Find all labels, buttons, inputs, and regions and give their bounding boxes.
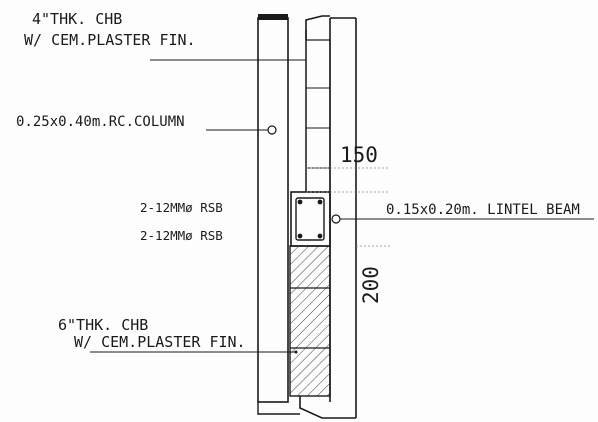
top-cap [258,14,330,40]
wall-4in-label-line1: 4"THK. CHB [32,10,122,28]
rc-column-label: 0.25x0.40m.RC.COLUMN [16,114,185,130]
leader-lines [90,59,594,354]
dimension-150-label: 150 [340,143,378,167]
bottom-cap [257,396,356,419]
beam-marker [331,214,341,224]
dimension-200-label: 200 [359,266,383,304]
chb-6in-wall [289,245,331,397]
lintel-beam [290,191,331,247]
rsb-top-label: 2-12MMø RSB [140,200,223,215]
rebar-bottom-right [317,233,323,239]
chb-4in-wall [305,39,331,193]
rebar-bottom-left [297,233,303,239]
rc-column [257,17,289,403]
wall-6in-label-line2: W/ CEM.PLASTER FIN. [74,333,246,351]
dimension-150 [306,167,390,193]
wall-6in-label-line1: 6"THK. CHB [58,316,148,334]
rebar-top-right [317,199,323,205]
rebar-top-left [297,199,303,205]
column-marker [267,125,277,135]
wall-4in-label-line2: W/ CEM.PLASTER FIN. [24,31,196,49]
rsb-bottom-label: 2-12MMø RSB [140,228,223,243]
lintel-beam-label: 0.15x0.20m. LINTEL BEAM [386,202,580,218]
